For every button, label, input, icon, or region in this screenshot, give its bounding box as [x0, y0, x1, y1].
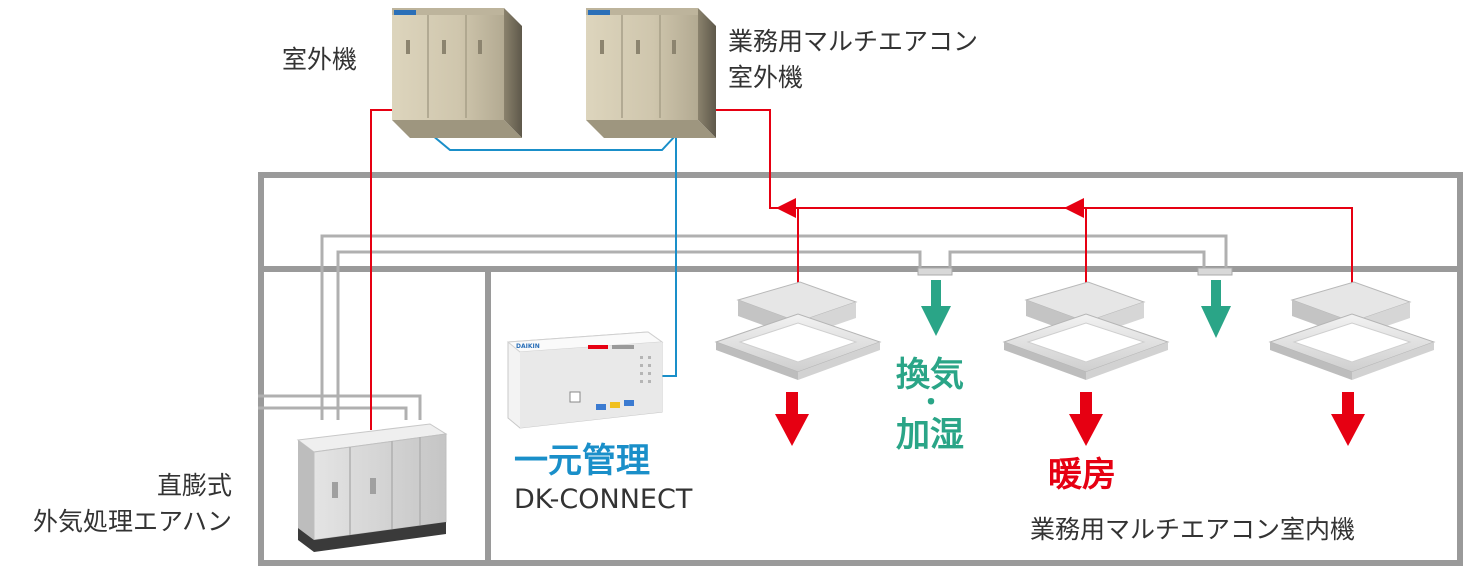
management-label: 一元管理	[514, 441, 650, 481]
heating-arrow-1	[775, 392, 809, 446]
ventilation-label-dot: ・	[918, 388, 945, 418]
dk-connect-label: DK-CONNECT	[514, 484, 693, 515]
heating-arrow-3	[1331, 392, 1365, 446]
ventilation-arrows	[921, 280, 1231, 338]
outdoor-unit-right	[586, 8, 716, 138]
multi-outdoor-label-line1: 業務用マルチエアコン	[728, 27, 979, 56]
ahu-label-line2: 外気処理エアハン	[32, 507, 232, 536]
ahu-label-line1: 直膨式	[156, 471, 232, 500]
refrigerant-line	[370, 109, 1353, 430]
heating-label: 暖房	[1048, 455, 1116, 495]
controller-logo: DAIKIN	[516, 343, 540, 350]
ventilation-arrow-2	[1201, 280, 1231, 338]
dk-connect-controller: DAIKIN	[506, 331, 664, 429]
cassette-unit-1	[714, 281, 882, 380]
indoor-units-label: 業務用マルチエアコン室内機	[1030, 515, 1356, 544]
ventilation-arrow-1	[921, 280, 951, 336]
cassette-unit-3	[1268, 281, 1436, 380]
building-structure	[258, 172, 1463, 566]
cassette-unit-2	[1002, 281, 1170, 380]
heating-arrow-2	[1069, 392, 1103, 446]
duct-outlets	[917, 267, 1233, 276]
multi-outdoor-label-line2: 室外機	[728, 63, 804, 92]
refrigerant-flow-arrows	[776, 198, 1084, 218]
outdoor-unit-label: 室外機	[282, 45, 358, 74]
ventilation-duct	[258, 234, 1228, 420]
outdoor-air-handling-unit	[296, 423, 448, 552]
heating-arrows	[775, 392, 1365, 446]
ventilation-label-line1: 換気	[896, 355, 964, 395]
outdoor-unit-left	[392, 8, 522, 138]
ventilation-label-line2: 加湿	[896, 415, 964, 455]
